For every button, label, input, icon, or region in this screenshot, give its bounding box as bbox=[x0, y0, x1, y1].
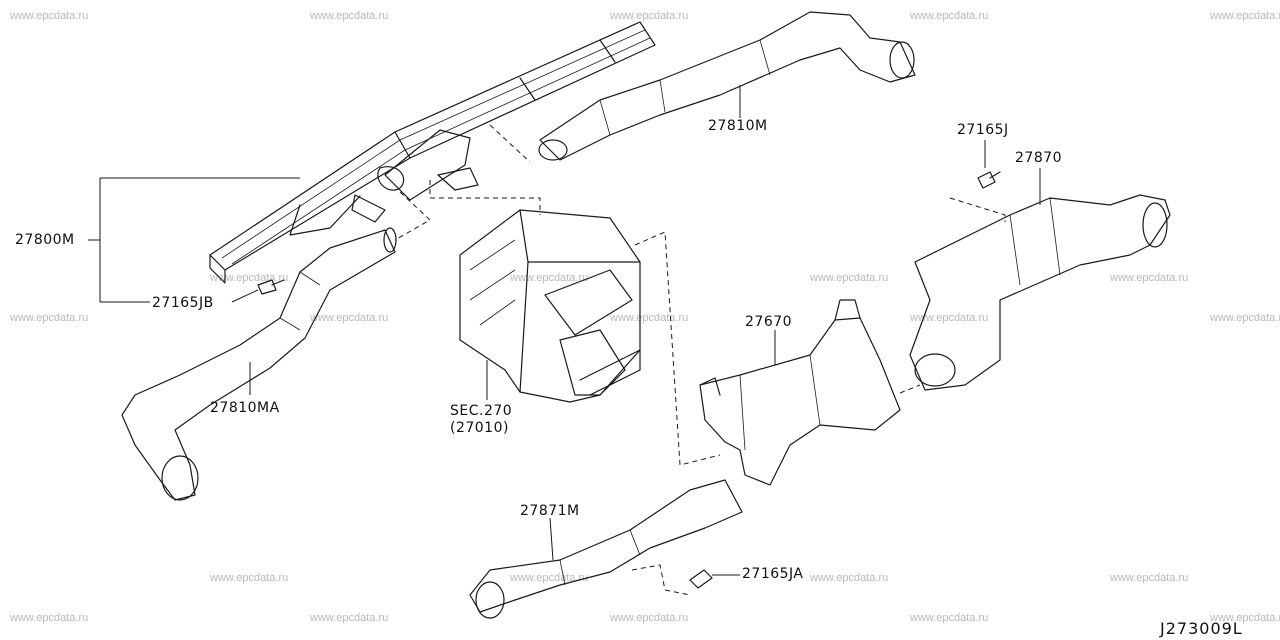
part-label-27165JA: 27165JA bbox=[742, 566, 804, 582]
lower-duct bbox=[469, 479, 743, 619]
part-label-27670: 27670 bbox=[745, 314, 793, 330]
connection-line bbox=[631, 564, 691, 596]
watermark: www.epcdata.ru bbox=[10, 10, 89, 22]
rear-duct bbox=[699, 299, 901, 486]
left-duct bbox=[121, 227, 397, 501]
screw-27165j bbox=[977, 171, 1001, 189]
part-label-27810MA: 27810MA bbox=[210, 400, 280, 416]
watermark: www.epcdata.ru bbox=[610, 612, 689, 624]
connection-line bbox=[634, 231, 721, 466]
watermark: www.epcdata.ru bbox=[310, 312, 389, 324]
screw-27165ja bbox=[689, 569, 713, 589]
watermark: www.epcdata.ru bbox=[1110, 572, 1189, 584]
watermark: www.epcdata.ru bbox=[810, 572, 889, 584]
connection-line bbox=[429, 180, 541, 215]
watermark: www.epcdata.ru bbox=[1110, 272, 1189, 284]
watermark: www.epcdata.ru bbox=[10, 612, 89, 624]
watermark: www.epcdata.ru bbox=[10, 312, 89, 324]
diagram-code: J273009L bbox=[1160, 619, 1243, 638]
watermark: www.epcdata.ru bbox=[510, 272, 589, 284]
watermark: www.epcdata.ru bbox=[1210, 10, 1280, 22]
watermark: www.epcdata.ru bbox=[510, 572, 589, 584]
connection-line bbox=[394, 191, 431, 241]
connection-line bbox=[489, 124, 531, 163]
defroster-nozzle bbox=[209, 21, 656, 284]
watermark: www.epcdata.ru bbox=[910, 612, 989, 624]
watermark: www.epcdata.ru bbox=[910, 312, 989, 324]
connection-line bbox=[949, 197, 1006, 222]
part-label-27165J: 27165J bbox=[957, 122, 1009, 138]
watermark: www.epcdata.ru bbox=[610, 312, 689, 324]
section-label: SEC.270 bbox=[450, 403, 513, 419]
watermark: www.epcdata.ru bbox=[1210, 312, 1280, 324]
center-duct bbox=[538, 11, 916, 161]
watermark: www.epcdata.ru bbox=[610, 10, 689, 22]
part-label-27810M: 27810M bbox=[708, 118, 768, 134]
watermark: www.epcdata.ru bbox=[310, 612, 389, 624]
part-label-27165JB: 27165JB bbox=[152, 295, 214, 311]
watermark: www.epcdata.ru bbox=[310, 10, 389, 22]
part-label-27870: 27870 bbox=[1015, 150, 1063, 166]
connection-line bbox=[899, 384, 921, 394]
part-label-27800M: 27800M bbox=[15, 232, 75, 248]
leader-line bbox=[549, 517, 554, 561]
watermark: www.epcdata.ru bbox=[810, 272, 889, 284]
screw-27165jb bbox=[257, 279, 285, 295]
watermark: www.epcdata.ru bbox=[210, 572, 289, 584]
part-label-27871M: 27871M bbox=[520, 503, 580, 519]
heater-unit bbox=[459, 209, 641, 403]
watermark: www.epcdata.ru bbox=[1210, 612, 1280, 624]
leader-bracket-27800M bbox=[88, 177, 300, 303]
right-duct bbox=[909, 194, 1171, 391]
watermark: www.epcdata.ru bbox=[910, 10, 989, 22]
section-ref-label: (27010) bbox=[450, 420, 509, 436]
leader-line bbox=[231, 289, 259, 303]
